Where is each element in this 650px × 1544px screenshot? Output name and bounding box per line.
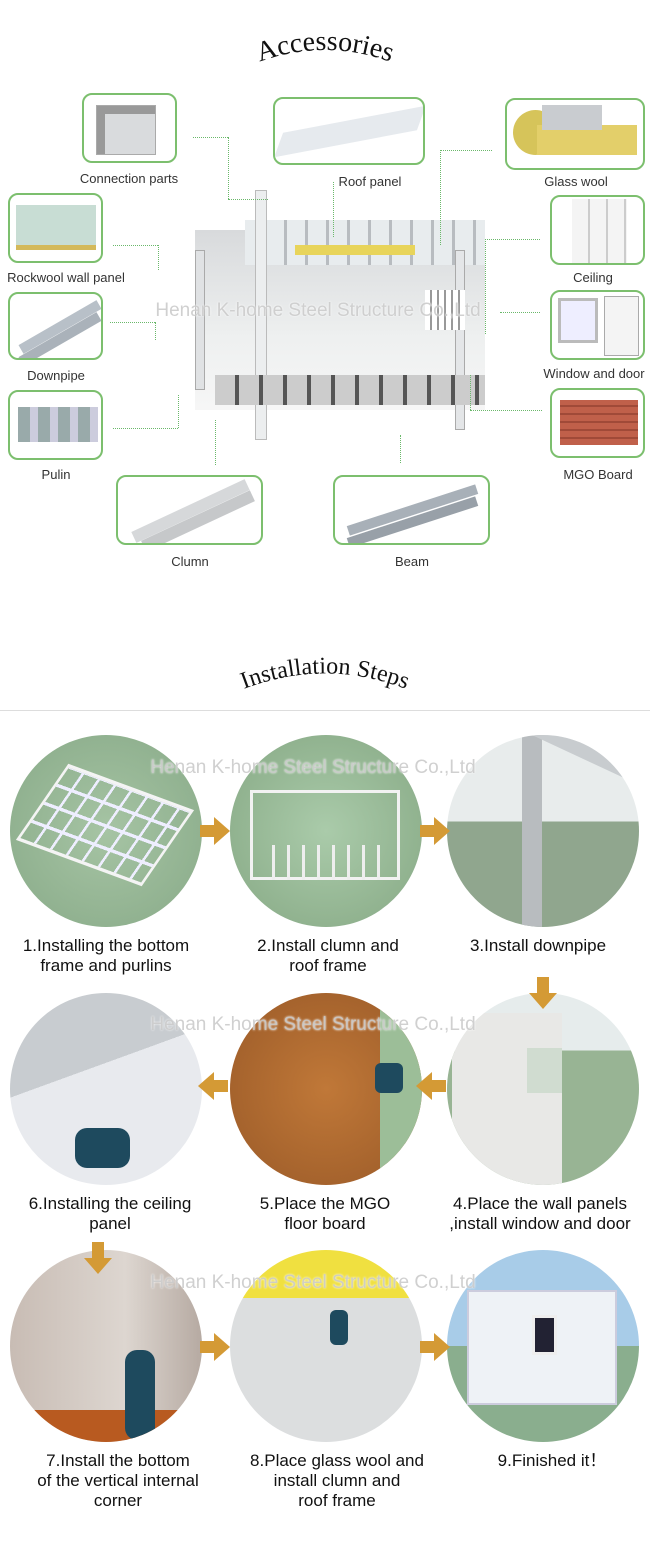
arrow-right-icon	[200, 1333, 230, 1361]
watermark: Henan K-home Steel Structure Co.,Ltd	[155, 300, 481, 321]
mgo-board-label: MGO Board	[563, 467, 633, 482]
arrow-right-icon	[420, 817, 450, 845]
step-3-caption: 3.Install downpipe	[469, 936, 607, 955]
downpipe-image	[8, 292, 103, 360]
arrow-left-icon	[198, 1072, 228, 1100]
downpipe-label: Downpipe	[27, 368, 85, 383]
connection-parts-label: Connection parts	[79, 171, 179, 186]
rockwool-image	[8, 193, 103, 263]
window-door-image	[550, 290, 645, 360]
glass-wool-label: Glass wool	[544, 174, 608, 189]
roof-panel-image	[273, 97, 425, 165]
step-1-image	[10, 735, 202, 927]
step-6-image	[10, 993, 202, 1185]
step-9-caption: 9.Finished it！	[497, 1451, 607, 1470]
step-2-image	[230, 735, 422, 927]
svg-text:Accessories: Accessories	[252, 26, 398, 68]
step-9-image	[447, 1250, 639, 1442]
installation-title: Installation Steps	[237, 653, 413, 694]
arrow-right-icon	[200, 817, 230, 845]
arrow-left-icon	[416, 1072, 446, 1100]
arrow-down-icon	[84, 1242, 112, 1274]
clumn-image	[116, 475, 263, 545]
pulin-image	[8, 390, 103, 460]
mgo-board-image	[550, 388, 645, 458]
arrow-down-icon	[529, 977, 557, 1009]
step-3-image	[447, 735, 639, 927]
divider	[0, 710, 650, 711]
arrow-right-icon	[420, 1333, 450, 1361]
step-5-image	[230, 993, 422, 1185]
accessories-title: Accessories	[252, 26, 398, 68]
connection-parts-image	[82, 93, 177, 163]
glass-wool-image	[505, 98, 645, 170]
svg-text:Installation Steps: Installation Steps	[237, 653, 413, 694]
clumn-label: Clumn	[171, 554, 209, 569]
rockwool-label: Rockwool wall panel	[7, 270, 125, 285]
step-4-caption: 4.Place the wall panels,install window a…	[449, 1194, 631, 1233]
watermark: Henan K-home Steel Structure Co.,Ltd	[150, 757, 476, 778]
pulin-label: Pulin	[41, 467, 71, 482]
ceiling-image	[550, 195, 645, 265]
step-8-image	[230, 1250, 422, 1442]
step-7-image	[10, 1250, 202, 1442]
ceiling-label: Ceiling	[573, 270, 613, 285]
watermark: Henan K-home Steel Structure Co.,Ltd	[150, 1272, 476, 1293]
watermark: Henan K-home Steel Structure Co.,Ltd	[150, 1014, 476, 1035]
step-4-image	[447, 993, 639, 1185]
container-diagram	[185, 190, 505, 440]
beam-image	[333, 475, 490, 545]
window-door-label: Window and door	[543, 366, 645, 381]
beam-label: Beam	[395, 554, 429, 569]
roof-panel-label: Roof panel	[338, 174, 402, 189]
